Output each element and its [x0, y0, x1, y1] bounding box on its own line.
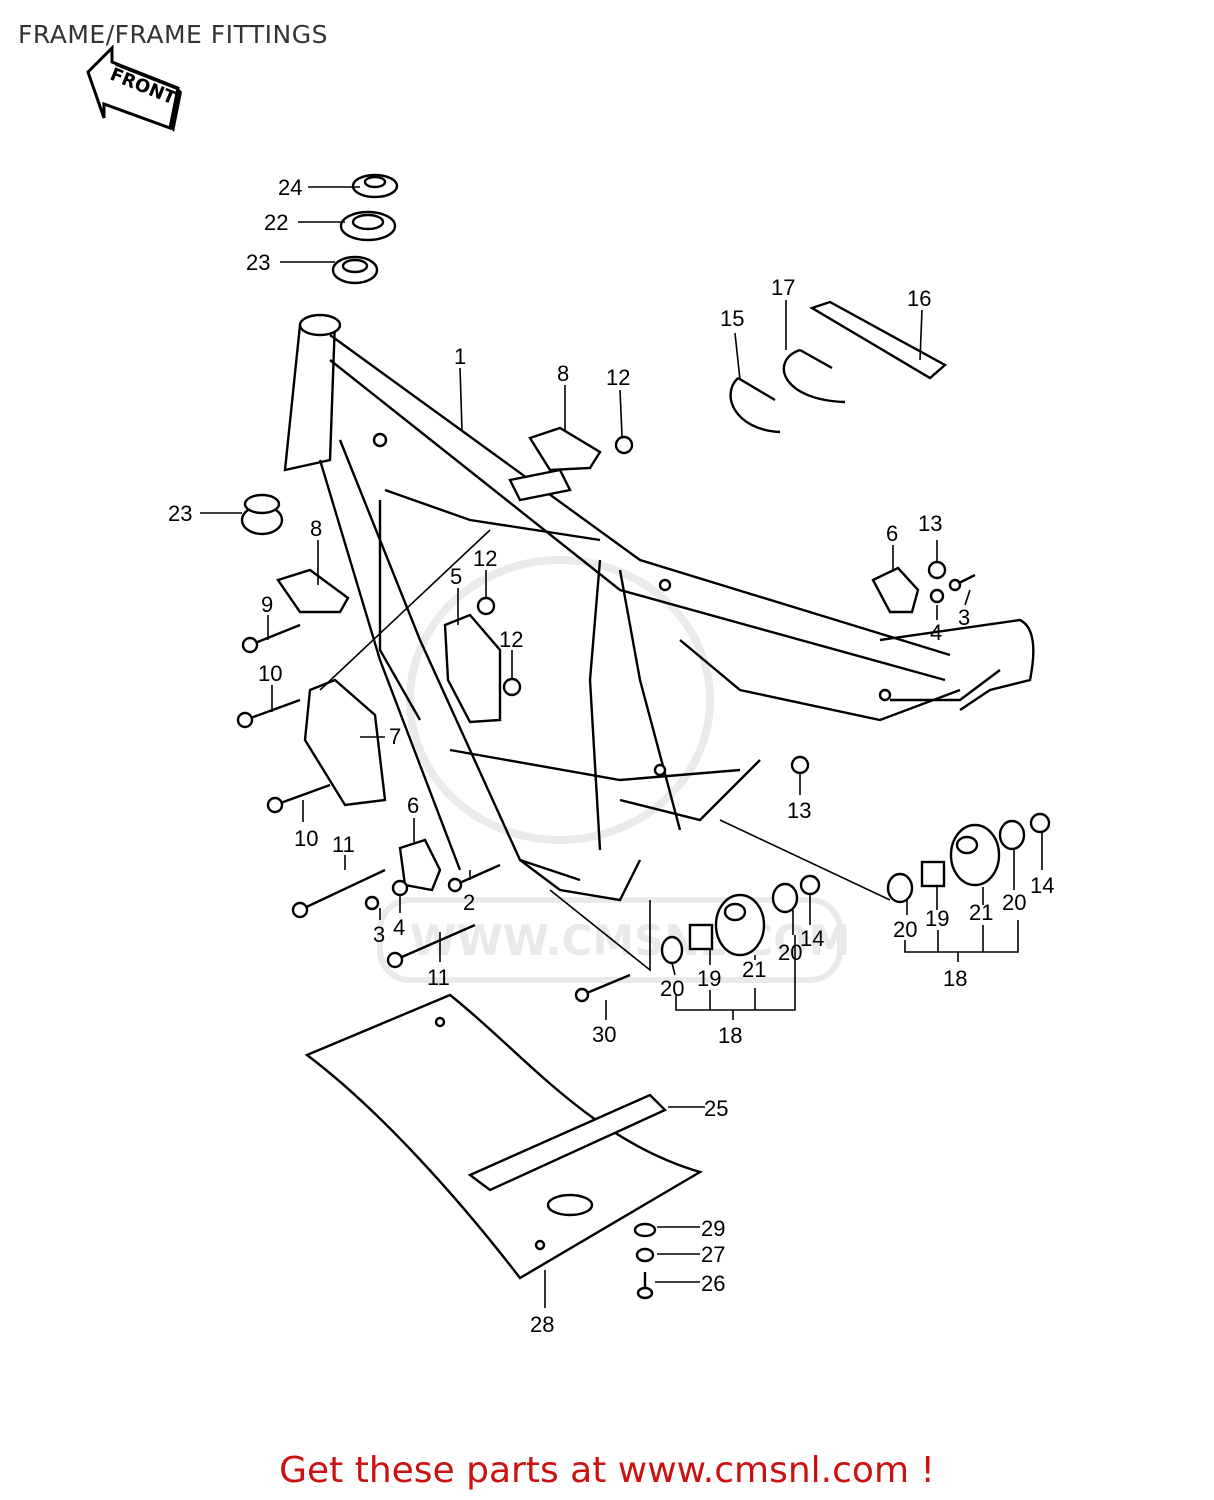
callout-14: 14: [800, 926, 824, 951]
battery-strap: [809, 300, 948, 380]
front-arrow-icon: FRONT: [86, 44, 182, 132]
callout-19: 19: [697, 966, 721, 991]
bolts: [236, 573, 976, 1003]
callout-20: 20: [1002, 890, 1026, 915]
watermark-text: WWW.CMSNL.COM: [410, 916, 851, 965]
callout-18: 18: [943, 966, 967, 991]
callout-21: 21: [969, 900, 993, 925]
callout-27: 27: [701, 1242, 725, 1267]
skid-plate-hardware: [633, 1222, 657, 1300]
callout-20: 20: [660, 976, 684, 1001]
callout-6: 6: [407, 793, 419, 818]
callout-11: 11: [332, 832, 355, 857]
callout-4: 4: [393, 915, 405, 940]
callout-26: 26: [701, 1271, 725, 1296]
watermark-logo: WWW.CMSNL.COM: [377, 556, 851, 983]
callout-28: 28: [530, 1312, 554, 1337]
engine-bracket-upper: [528, 426, 602, 472]
callout-20: 20: [893, 917, 917, 942]
page-title: FRAME/FRAME FITTINGS: [18, 20, 328, 49]
callout-23: 23: [246, 250, 270, 275]
callout-30: 30: [592, 1022, 616, 1047]
callout-2: 2: [463, 890, 475, 915]
callout-17: 17: [771, 275, 795, 300]
engine-mount-plate: [443, 613, 502, 724]
callout-21: 21: [742, 957, 766, 982]
nuts: [391, 435, 1051, 897]
callout-1: 1: [454, 344, 466, 369]
callout-12: 12: [606, 365, 630, 390]
callout-3: 3: [373, 922, 385, 947]
callout-13: 13: [918, 511, 942, 536]
bearing-race-upper: [331, 255, 379, 285]
bracket-rear-small: [871, 566, 920, 614]
callout-10: 10: [258, 661, 282, 686]
callout-29: 29: [701, 1216, 725, 1241]
callout-10: 10: [294, 826, 318, 851]
callout-9: 9: [261, 592, 273, 617]
skid-plate: [304, 993, 704, 1280]
callout-6: 6: [886, 521, 898, 546]
leader-lines: [200, 186, 1043, 1308]
damper-set-upper: [886, 819, 1026, 904]
callout-11: 11: [427, 965, 450, 990]
bracket-lower-small: [398, 838, 442, 892]
callout-12: 12: [473, 546, 497, 571]
callout-13: 13: [787, 798, 811, 823]
callout-7: 7: [389, 724, 401, 749]
damper-set-lower: [660, 882, 799, 965]
bearing-race-lower: [240, 493, 284, 536]
battery-band-small: [729, 376, 781, 434]
callout-18: 18: [718, 1023, 742, 1048]
callout-8: 8: [557, 361, 569, 386]
parts-shop-link[interactable]: Get these parts at www.cmsnl.com !: [279, 1450, 935, 1491]
callout-16: 16: [907, 286, 931, 311]
callout-14: 14: [1030, 873, 1054, 898]
battery-band-large: [782, 348, 846, 404]
callout-20: 20: [778, 940, 802, 965]
skid-plate-bracket: [467, 1093, 668, 1192]
callout-5: 5: [450, 564, 462, 589]
callout-23: 23: [168, 501, 192, 526]
callout-19: 19: [925, 906, 949, 931]
callout-24: 24: [278, 175, 302, 200]
callout-25: 25: [704, 1096, 728, 1121]
frame: [283, 313, 1035, 902]
callout-8: 8: [310, 516, 322, 541]
steering-bearing: [339, 210, 397, 242]
part-callouts: 24 22 23 1 8 12 15 17 16 23 8 9 5 12 12 …: [168, 175, 1054, 1337]
callout-12: 12: [499, 627, 523, 652]
steering-stem-nut: [351, 173, 399, 199]
callout-22: 22: [264, 210, 288, 235]
engine-bracket-left: [276, 568, 350, 614]
callout-3: 3: [958, 605, 970, 630]
callout-4: 4: [930, 620, 942, 645]
callout-15: 15: [720, 306, 744, 331]
engine-bracket-front: [303, 678, 387, 807]
